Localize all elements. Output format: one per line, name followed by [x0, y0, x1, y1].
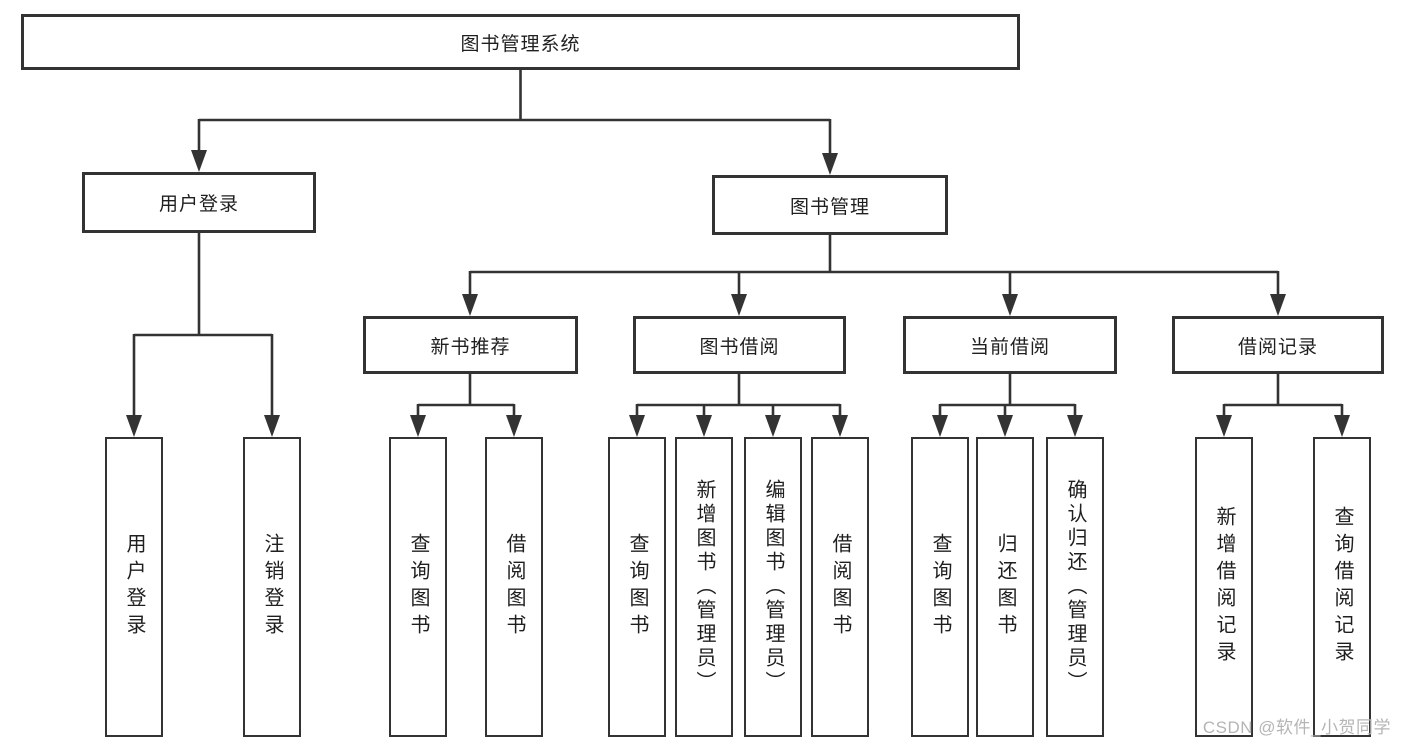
leaf-borrow-books-newbook: 借阅图书 [485, 437, 543, 737]
leaf-logout: 注销登录 [243, 437, 301, 737]
leaf-add-borrow-record: 新增借阅记录 [1195, 437, 1253, 737]
node-book-borrowing: 图书借阅 [633, 316, 846, 374]
node-book-management-branch: 图书管理 [712, 175, 948, 235]
leaf-confirm-return-admin: 确认归还（管理员） [1046, 437, 1104, 737]
leaf-query-books-newbook: 查询图书 [389, 437, 447, 737]
leaf-borrow-books-borrowing: 借阅图书 [811, 437, 869, 737]
leaf-edit-books-admin: 编辑图书（管理员） [744, 437, 802, 737]
node-current-borrowing: 当前借阅 [903, 316, 1117, 374]
csdn-watermark: CSDN @软件_小贺同学 [1202, 718, 1391, 737]
leaf-return-books: 归还图书 [976, 437, 1034, 737]
node-new-book-recommendation: 新书推荐 [363, 316, 578, 374]
leaf-query-books-borrowing: 查询图书 [608, 437, 666, 737]
node-borrowing-records: 借阅记录 [1172, 316, 1384, 374]
leaf-user-login: 用户登录 [105, 437, 163, 737]
leaf-query-borrow-record: 查询借阅记录 [1313, 437, 1371, 737]
leaf-add-books-admin: 新增图书（管理员） [675, 437, 733, 737]
node-library-management-system: 图书管理系统 [21, 14, 1020, 70]
leaf-query-books-current: 查询图书 [911, 437, 969, 737]
node-user-login-branch: 用户登录 [82, 172, 316, 233]
